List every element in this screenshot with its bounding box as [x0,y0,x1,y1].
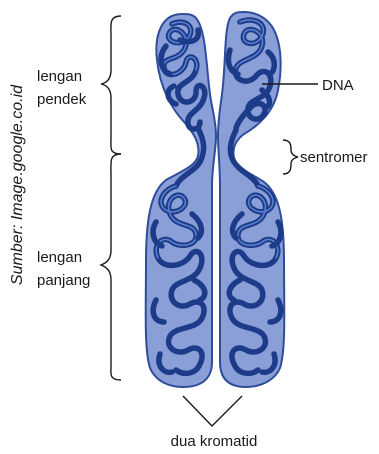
short-arm-label-line2: pendek [37,91,87,108]
chromatids-label: dua kromatid [171,433,258,450]
source-note: Sumber: Image.google.co.id [9,84,26,285]
centromere-brace [283,140,298,174]
long-arm-brace [101,154,121,380]
centromere-label: sentromer [300,149,368,166]
short-arm-brace [101,16,121,154]
dna-label: DNA [322,77,354,94]
long-arm-label-line2: panjang [37,272,90,289]
short-arm-label-line1: lengan [37,68,82,85]
chromatids-indicator [183,396,242,426]
long-arm-label-line1: lengan [37,249,82,266]
